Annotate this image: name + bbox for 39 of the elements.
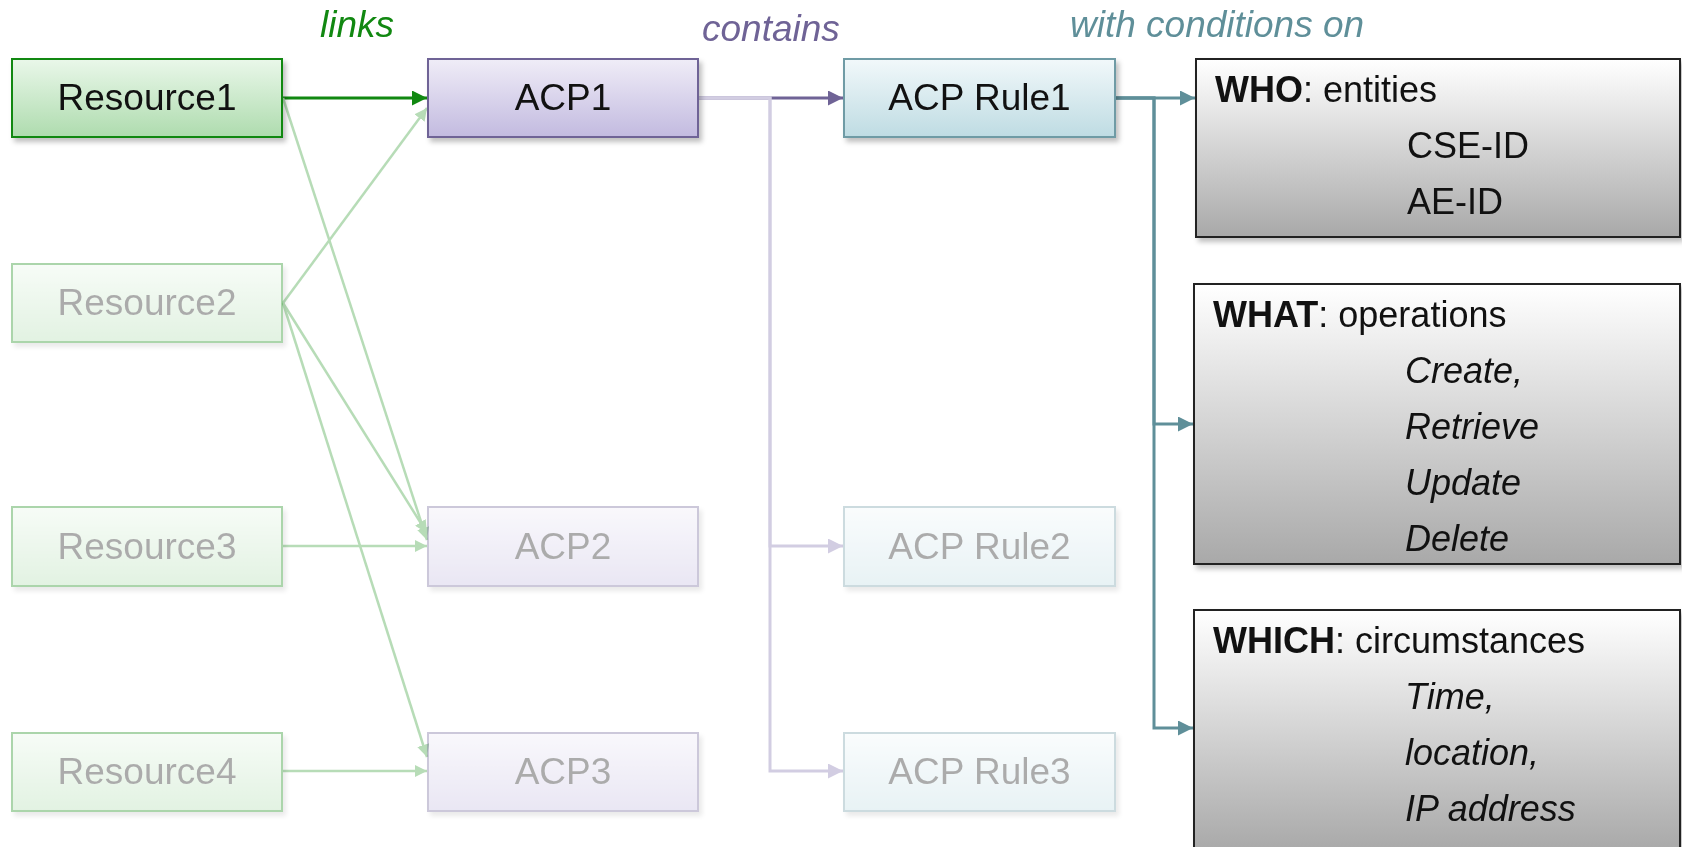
node-label: Resource3: [57, 525, 237, 568]
condition-item: Time,: [1405, 677, 1495, 717]
arrow: [281, 302, 430, 758]
resource-box: [11, 263, 283, 343]
condition-box: [1195, 58, 1681, 238]
condition-item: IP address: [1405, 789, 1576, 829]
condition-item: AE-ID: [1407, 182, 1503, 222]
arrow: [283, 539, 427, 553]
resource-box: [11, 732, 283, 812]
arrow: [283, 90, 427, 106]
condition-heading: WHAT: operations: [1213, 295, 1507, 335]
policy-box: [427, 732, 699, 812]
node-label: ACP2: [514, 525, 612, 568]
node-label: Resource2: [57, 282, 237, 324]
arrow: [699, 96, 843, 779]
resource-box: [11, 58, 283, 138]
node-label: ACP Rule3: [888, 751, 1071, 793]
node-label: ACP3: [514, 751, 612, 793]
condition-item: Create,: [1405, 351, 1524, 391]
condition-item: Update: [1405, 463, 1522, 503]
condition-box: [1193, 283, 1681, 565]
condition-item: CSE-ID: [1407, 126, 1529, 166]
policy-box: [427, 506, 699, 587]
condition-heading: WHICH: circumstances: [1213, 621, 1586, 661]
condition-item: Delete: [1405, 519, 1510, 559]
arrow: [282, 107, 428, 304]
node-label: ACP1: [514, 77, 612, 119]
arrow: [283, 764, 427, 778]
condition-box: [1193, 609, 1681, 847]
node-label: Resource1: [57, 77, 237, 119]
condition-item: Retrieve: [1405, 407, 1540, 447]
node-label: Resource4: [57, 751, 237, 793]
arrow: [1116, 96, 1193, 736]
policy-box: [427, 58, 699, 138]
condition-heading: WHO: entities: [1215, 70, 1438, 110]
node-label: ACP Rule2: [888, 525, 1071, 568]
resource-box: [11, 506, 283, 587]
condition-item: location,: [1405, 733, 1540, 773]
node-label: ACP Rule1: [888, 77, 1071, 119]
